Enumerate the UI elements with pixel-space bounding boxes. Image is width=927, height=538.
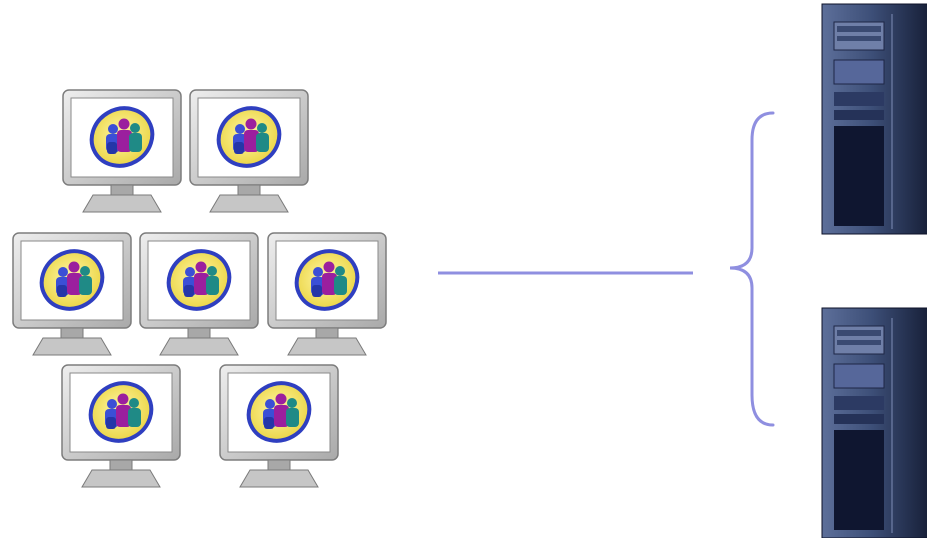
tower-server-icon xyxy=(821,307,927,538)
workstation-icon xyxy=(188,88,310,214)
workstation-icon xyxy=(61,88,183,214)
workstation-icon xyxy=(266,231,388,357)
servers xyxy=(821,3,927,538)
client-workstations xyxy=(11,88,388,489)
tower-server-icon xyxy=(821,3,927,235)
workstation-icon xyxy=(60,363,182,489)
workstation-icon xyxy=(11,231,133,357)
workstation-icon xyxy=(218,363,340,489)
workstation-icon xyxy=(138,231,260,357)
curly-brace xyxy=(729,111,775,427)
